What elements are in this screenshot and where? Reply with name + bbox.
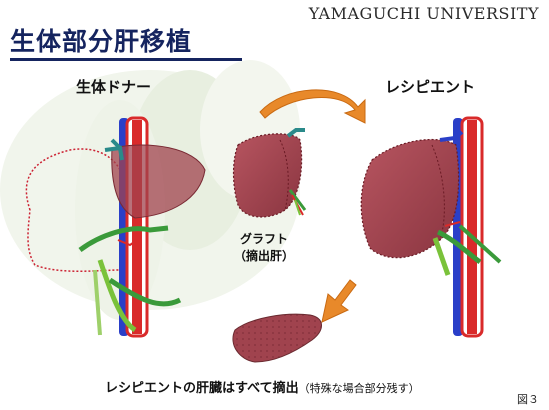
graft-label-line1: グラフト: [239, 232, 288, 246]
recipient-label: レシピエント: [385, 78, 476, 96]
donor-left-lobe: [111, 144, 206, 219]
caption-note: （特殊な場合部分残す）: [298, 382, 420, 395]
graft-label: グラフト （摘出肝）: [229, 231, 299, 265]
page-title: 生体部分肝移植: [10, 27, 193, 56]
donor-remaining-liver-outline: [25, 148, 121, 272]
university-name: YAMAGUCHI UNIVERSITY: [308, 4, 539, 23]
caption: レシピエントの肝臓はすべて摘出（特殊な場合部分残す）: [105, 377, 420, 396]
transfer-arrow: [259, 89, 366, 124]
donor-label: 生体ドナー: [76, 78, 152, 96]
donor-illustration: [25, 116, 206, 338]
donor-hepatic-vein: [104, 138, 124, 161]
explant-arrow: [321, 279, 357, 323]
caption-main: レシピエントの肝臓はすべて摘出: [105, 381, 299, 396]
figure-number: 図３: [517, 393, 539, 406]
graft-illustration: [232, 128, 307, 218]
graft-liver: [232, 133, 303, 218]
graft-hepatic-vein: [286, 128, 305, 138]
title-underline: [10, 58, 242, 61]
recipient-illustration: [360, 116, 502, 338]
recipient-hepatic-vein: [439, 130, 464, 142]
graft-label-line2: （摘出肝）: [233, 249, 294, 263]
explanted-liver: [232, 313, 322, 363]
recipient-bile-duct: [436, 229, 482, 265]
recipient-graft-liver: [360, 139, 460, 259]
donor-bile-duct: [78, 225, 169, 253]
